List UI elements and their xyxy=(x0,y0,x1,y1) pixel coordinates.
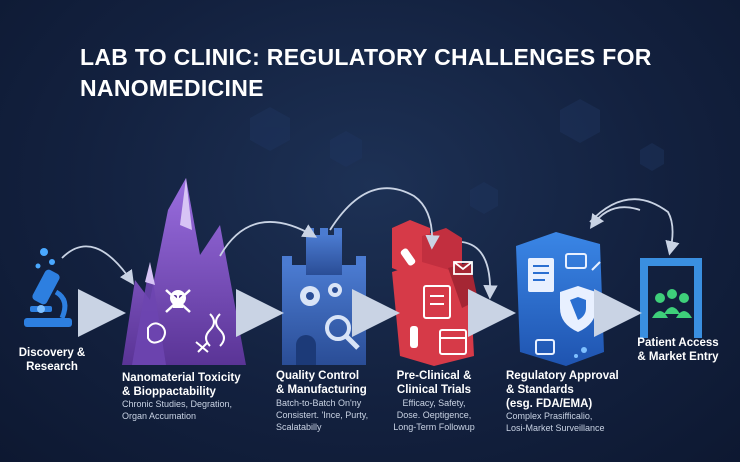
curve-regulatory-to-patient xyxy=(589,198,680,256)
curve-clinical-to-regulatory xyxy=(461,241,498,300)
stage-discovery-label: Discovery & Research xyxy=(18,347,86,373)
curve-patient-back xyxy=(589,206,641,229)
title-line-1: LAB TO CLINIC: REGULATORY CHALLENGES FOR xyxy=(80,44,652,70)
stage-manufacturing-label: Quality Control & Manufacturing xyxy=(276,370,367,396)
stage-regulatory-label: Regulatory Approval & Standards (esg. FD… xyxy=(506,370,619,410)
stage-toxicity-details: Chronic Studies, Degration, Organ Accuma… xyxy=(122,399,233,421)
microscope-icon xyxy=(24,248,72,327)
page-title: LAB TO CLINIC: REGULATORY CHALLENGES FOR… xyxy=(80,42,700,104)
stage-manufacturing-details: Batch-to-Batch On'ny Consistert. 'Ince, … xyxy=(276,398,369,432)
title-line-2: NANOMEDICINE xyxy=(80,75,264,101)
shield-documents-icon xyxy=(516,232,604,366)
background-hexagons xyxy=(250,99,664,214)
stage-clinical-details: Efficacy, Safety, Dose. Oeptigence, Long… xyxy=(393,398,475,432)
curved-arrows xyxy=(61,187,680,300)
castle-gears-icon xyxy=(282,228,366,365)
stage-patient-label: Patient Access & Market Entry xyxy=(637,337,719,363)
curve-discovery-to-toxicity xyxy=(61,245,135,285)
stage-regulatory-details: Complex Prasifficalio, Losi-Market Surve… xyxy=(506,411,605,433)
patients-gate-icon xyxy=(640,258,702,338)
curve-toxicity-to-manufacturing xyxy=(219,221,318,257)
curve-manufacturing-to-clinical xyxy=(329,187,440,250)
toxic-mountain-icon xyxy=(122,178,246,365)
stage-clinical-label: Pre-Clinical & Clinical Trials xyxy=(396,370,472,396)
stage-toxicity-label: Nanomaterial Toxicity & Bioppactability xyxy=(122,372,241,398)
